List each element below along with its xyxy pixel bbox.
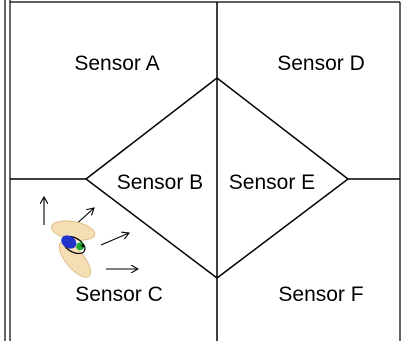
sensor-c-label: Sensor C [75, 283, 163, 306]
zone-boundaries [10, 2, 400, 341]
outer-frame [4, 0, 401, 341]
sensor-d-label: Sensor D [277, 52, 365, 75]
fly-icon [50, 220, 96, 278]
sensor-f-label: Sensor F [278, 283, 363, 306]
fly-eye [81, 243, 85, 248]
sensor-b-label: Sensor B [117, 171, 203, 194]
sensor-a-label: Sensor A [74, 52, 159, 75]
sensor-e-label: Sensor E [229, 171, 315, 194]
arrow-icon [100, 233, 129, 246]
fly-body [61, 235, 77, 249]
